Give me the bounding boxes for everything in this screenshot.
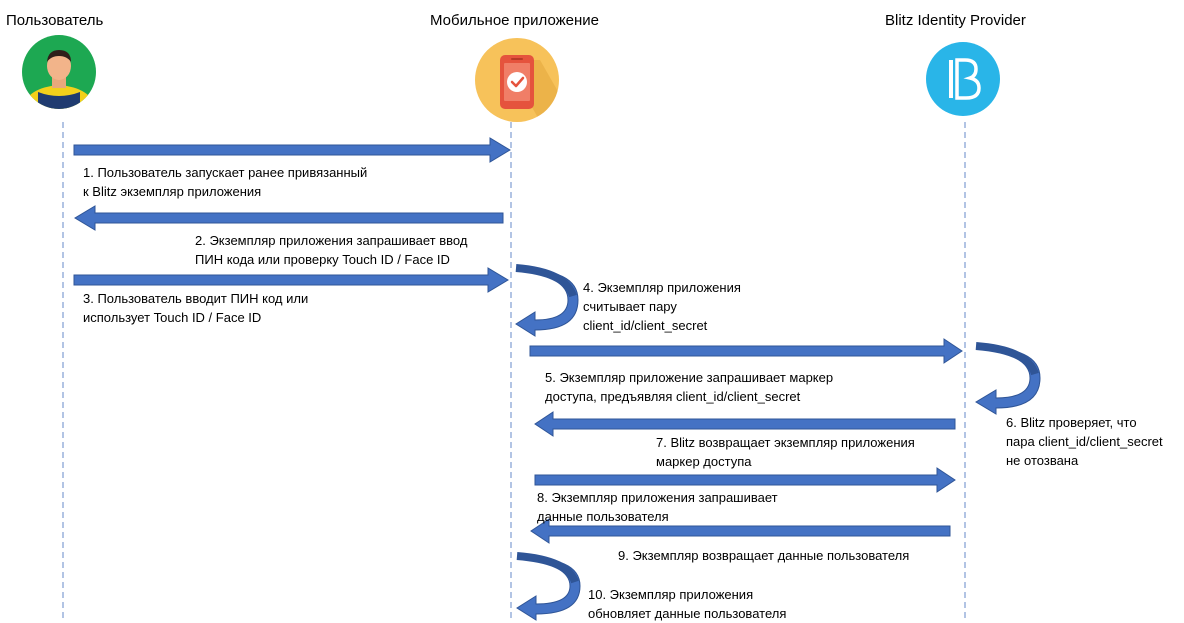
arrow-step-9 (530, 518, 951, 544)
step-4-line-3: client_id/client_secret (583, 318, 708, 333)
step-7-text: 7. Blitz возвращает экземпляр приложения… (656, 433, 915, 471)
step-2-line-2: ПИН кода или проверку Touch ID / Face ID (195, 252, 450, 267)
user-avatar-icon (22, 35, 96, 109)
step-3-line-1: 3. Пользователь вводит ПИН код или (83, 291, 309, 306)
step-9-text: 9. Экземпляр возвращает данные пользоват… (618, 546, 909, 565)
step-5-text: 5. Экземпляр приложение запрашивает марк… (545, 368, 833, 406)
step-10-text: 10. Экземпляр приложения обновляет данны… (588, 585, 786, 623)
self-arrow-step-4 (515, 264, 579, 337)
step-10-line-1: 10. Экземпляр приложения (588, 587, 754, 602)
step-3-line-2: использует Touch ID / Face ID (83, 310, 262, 325)
message-arrows (73, 137, 963, 544)
actor-label-user: Пользователь (6, 12, 104, 29)
step-6-text: 6. Blitz проверяет, что пара client_id/c… (1006, 413, 1163, 470)
arrow-step-5 (529, 338, 963, 364)
step-7-line-2: маркер доступа (656, 454, 752, 469)
step-3-text: 3. Пользователь вводит ПИН код или испол… (83, 289, 308, 327)
step-1-line-1: 1. Пользователь запускает ранее привязан… (83, 165, 368, 180)
step-8-text: 8. Экземпляр приложения запрашивает данн… (537, 488, 778, 526)
step-6-line-3: не отозвана (1006, 453, 1079, 468)
step-2-line-1: 2. Экземпляр приложения запрашивает ввод (195, 233, 468, 248)
blitz-logo-icon (921, 40, 1005, 118)
actor-label-idp: Blitz Identity Provider (885, 12, 1026, 29)
step-2-text: 2. Экземпляр приложения запрашивает ввод… (195, 231, 467, 269)
step-10-line-2: обновляет данные пользователя (588, 606, 787, 621)
step-6-line-1: 6. Blitz проверяет, что (1006, 415, 1137, 430)
step-4-text: 4. Экземпляр приложения считывает пару c… (583, 278, 741, 335)
step-8-line-2: данные пользователя (537, 509, 669, 524)
self-arrow-step-10 (516, 552, 581, 621)
arrow-step-7 (534, 411, 956, 437)
step-4-line-1: 4. Экземпляр приложения (583, 280, 741, 295)
step-1-text: 1. Пользователь запускает ранее привязан… (83, 163, 367, 201)
arrow-step-3 (73, 267, 509, 293)
step-1-line-2: к Blitz экземпляр приложения (83, 184, 262, 199)
step-4-line-2: считывает пару (583, 299, 677, 314)
self-arrow-step-6 (975, 342, 1041, 415)
step-8-line-1: 8. Экземпляр приложения запрашивает (537, 490, 778, 505)
arrow-step-2 (74, 205, 504, 231)
arrow-step-1 (73, 137, 511, 163)
actor-label-app: Мобильное приложение (430, 12, 599, 29)
step-7-line-1: 7. Blitz возвращает экземпляр приложения (656, 435, 915, 450)
step-6-line-2: пара client_id/client_secret (1006, 434, 1163, 449)
mobile-app-check-icon (475, 38, 559, 122)
step-5-line-1: 5. Экземпляр приложение запрашивает марк… (545, 370, 834, 385)
step-9-line-1: 9. Экземпляр возвращает данные пользоват… (618, 548, 910, 563)
step-5-line-2: доступа, предъявляя client_id/client_sec… (545, 389, 801, 404)
arrow-step-8 (534, 467, 956, 493)
